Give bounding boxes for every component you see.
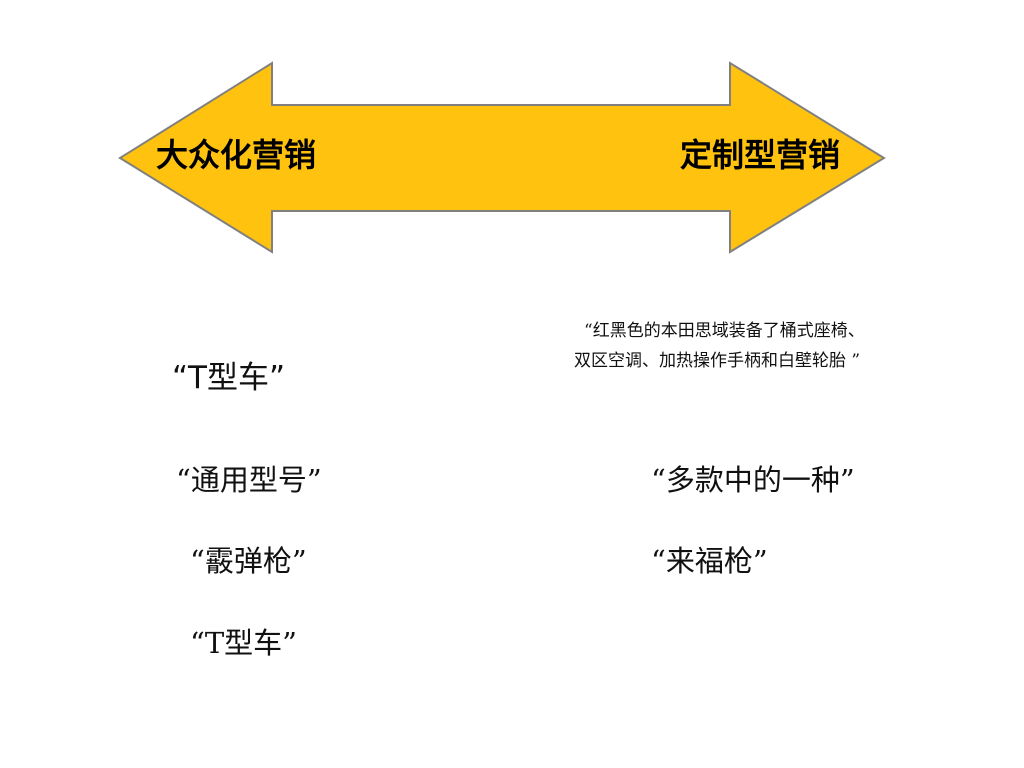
one-of-many-label: “多款中的一种” — [651, 463, 855, 497]
t-car-label-top: “T型车” — [172, 360, 286, 396]
generic-model-label: “通用型号” — [176, 463, 322, 497]
honda-civic-quote-line-2: 双区空调、加热操作手柄和白壁轮胎 ” — [574, 351, 861, 371]
customized-marketing-label: 定制型营销 — [680, 136, 841, 174]
shotgun-label: “霰弹枪” — [190, 544, 307, 578]
double-headed-arrow-shape — [118, 61, 886, 254]
double-headed-arrow — [118, 61, 886, 254]
rifle-label: “来福枪” — [651, 544, 768, 578]
honda-civic-quote: “红黑色的本田思域装备了桶式座椅、 双区空调、加热操作手柄和白壁轮胎 ” — [574, 316, 865, 376]
t-car-label-bottom: “T型车” — [190, 626, 297, 660]
mass-marketing-label: 大众化营销 — [156, 136, 317, 174]
honda-civic-quote-line-1: “红黑色的本田思域装备了桶式座椅、 — [584, 321, 865, 341]
